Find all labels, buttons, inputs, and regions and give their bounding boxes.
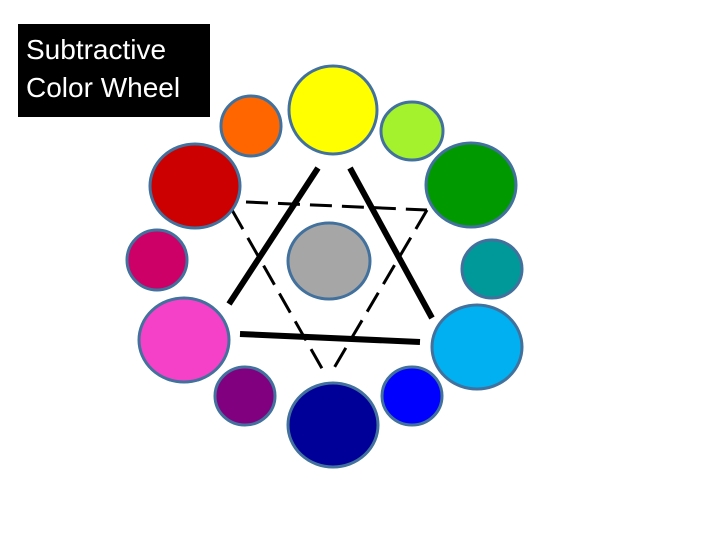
teal-circle xyxy=(460,238,524,300)
cyan-circle xyxy=(430,303,524,391)
triangles xyxy=(226,166,435,373)
center-gray-circle xyxy=(286,221,372,301)
title-box: Subtractive Color Wheel xyxy=(18,24,210,117)
title-line-1: Subtractive xyxy=(26,34,167,65)
blue-circle xyxy=(380,365,444,427)
title-line-2: Color Wheel xyxy=(26,72,181,103)
orange-circle xyxy=(219,94,283,158)
dark-blue-circle xyxy=(286,381,380,469)
dashed-line-top xyxy=(245,200,428,212)
solid-line-right xyxy=(347,166,435,320)
yellow-circle xyxy=(287,64,379,156)
yellow-green-circle xyxy=(379,100,445,162)
green-circle xyxy=(424,141,518,229)
crimson-circle xyxy=(125,228,189,292)
red-circle xyxy=(148,142,242,230)
solid-line-left xyxy=(226,166,321,306)
solid-line-bottom xyxy=(239,331,421,345)
magenta-circle xyxy=(137,296,231,384)
purple-circle xyxy=(213,365,277,427)
